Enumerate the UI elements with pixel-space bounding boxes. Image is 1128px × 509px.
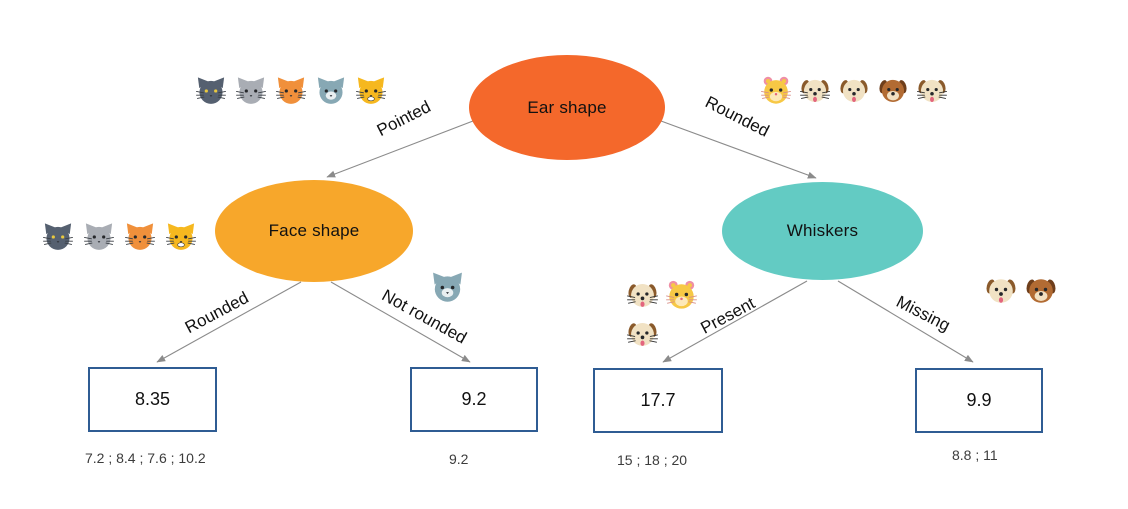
dog-whiskers-icon bbox=[800, 75, 830, 105]
leaf-3-value: 17.7 bbox=[640, 390, 676, 410]
leaf-node-4: 9.9 bbox=[915, 368, 1043, 433]
bulldog-icon bbox=[878, 75, 908, 105]
gray-cat-icon bbox=[236, 75, 266, 105]
wolf-icon bbox=[431, 270, 464, 303]
leaf-4-value: 9.9 bbox=[966, 390, 992, 410]
node-ear-shape: Ear shape bbox=[469, 55, 665, 160]
wolf-icon bbox=[316, 75, 346, 105]
leaf-3-samples: 15 ; 18 ; 20 bbox=[617, 452, 688, 468]
node-face-shape-label: Face shape bbox=[268, 221, 360, 240]
node-ear-shape-label: Ear shape bbox=[527, 97, 607, 117]
dog-whiskers-icon bbox=[627, 318, 658, 349]
bulldog-icon bbox=[1025, 274, 1057, 306]
hamster-icon bbox=[761, 75, 791, 105]
dog-whiskers-icon bbox=[627, 279, 658, 310]
grinning-cat-whiskers-icon bbox=[166, 221, 196, 251]
edge-label-present: Present bbox=[697, 293, 759, 338]
gray-cat-icon bbox=[84, 221, 114, 251]
node-face-shape: Face shape bbox=[215, 180, 413, 282]
pointed-animals-group bbox=[196, 75, 386, 105]
edge-label-rounded-left: Rounded bbox=[181, 287, 252, 338]
leaf-node-1: 8.35 bbox=[88, 367, 217, 432]
leaf-node-2: 9.2 bbox=[410, 367, 538, 432]
orange-cat-icon bbox=[276, 75, 306, 105]
node-whiskers: Whiskers bbox=[722, 182, 923, 280]
dog-whiskers-icon bbox=[917, 75, 947, 105]
face-shape-animals-group bbox=[43, 221, 196, 251]
rounded-animals-group bbox=[761, 75, 947, 105]
leaf-4-samples: 8.8 ; 11 bbox=[952, 447, 998, 463]
dog-icon bbox=[985, 274, 1017, 306]
orange-cat-icon bbox=[125, 221, 155, 251]
hamster-icon bbox=[666, 279, 697, 310]
leaf-node-3: 17.7 bbox=[593, 368, 723, 433]
edge-label-missing: Missing bbox=[893, 292, 954, 336]
edge-root-to-whiskers bbox=[660, 120, 817, 179]
present-animals-group bbox=[627, 279, 701, 349]
missing-animals-group bbox=[985, 274, 1057, 306]
leaf-2-samples: 9.2 bbox=[449, 451, 469, 467]
grinning-cat-icon bbox=[356, 75, 386, 105]
leaf-1-samples: 7.2 ; 8.4 ; 7.6 ; 10.2 bbox=[85, 450, 206, 466]
dog-icon bbox=[839, 75, 869, 105]
leaf-2-value: 9.2 bbox=[461, 389, 487, 409]
leaf-1-value: 8.35 bbox=[134, 389, 171, 409]
dark-gray-cat-icon bbox=[196, 75, 226, 105]
dark-gray-cat-icon bbox=[43, 221, 73, 251]
node-whiskers-label: Whiskers bbox=[786, 221, 859, 240]
not-rounded-animal-group bbox=[431, 270, 464, 303]
